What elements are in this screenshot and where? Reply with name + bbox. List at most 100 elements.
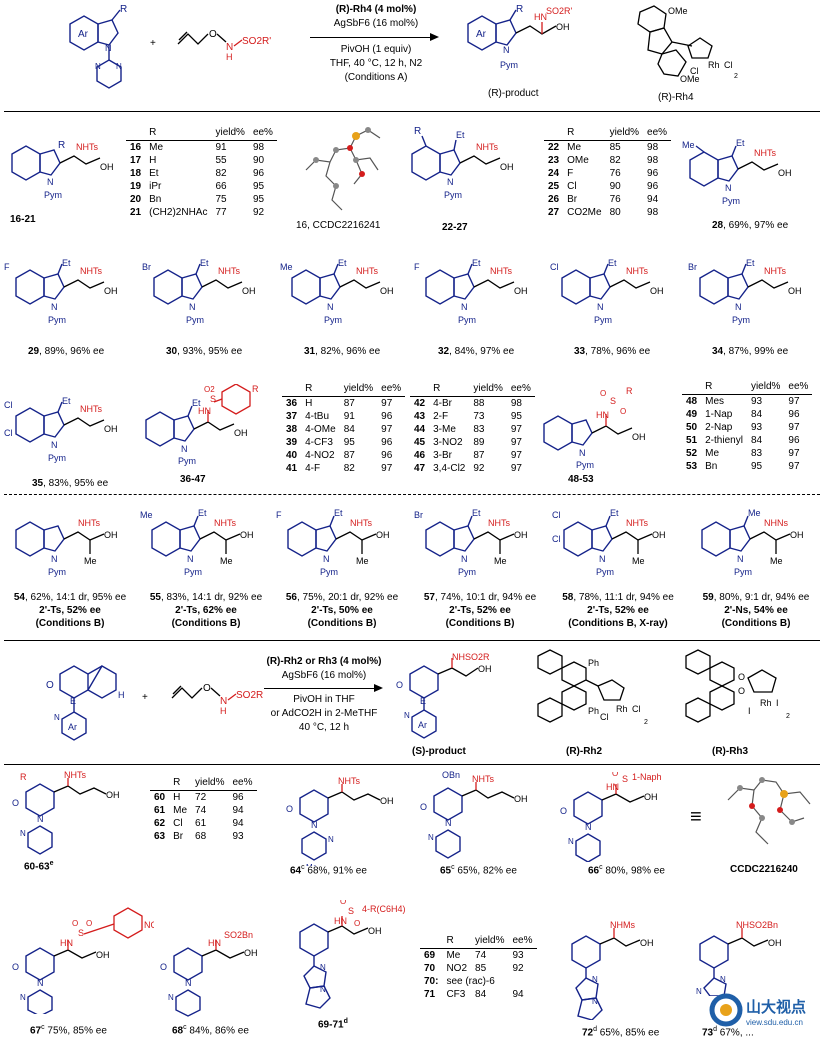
et-label: Et xyxy=(198,508,207,518)
rh2-ph1: Ph xyxy=(588,658,599,668)
c69-n1: N xyxy=(320,963,326,972)
c68-so2bn: SO2Bn xyxy=(224,930,253,940)
sm-n3: N xyxy=(95,62,101,71)
c69-n2: N xyxy=(320,985,326,994)
c36-r: R xyxy=(252,384,259,394)
compound-caption-2: 2'-Ts, 62% ee xyxy=(175,605,237,616)
c64-n2: N xyxy=(328,835,334,844)
compound-36-47-label: 36-47 xyxy=(180,474,206,485)
compound-28-caption: 28, 69%, 97% ee xyxy=(712,220,789,231)
amide-label: NHTs xyxy=(214,518,236,528)
separator xyxy=(4,111,820,112)
rh3-o1: O xyxy=(738,672,745,682)
c69-sub: 4-R(C6H4) xyxy=(362,904,406,914)
c16-r: R xyxy=(58,140,65,151)
nhts-label: NHTs xyxy=(80,266,102,276)
watermark-url: view.sdu.edu.cn xyxy=(746,1018,803,1027)
c48-o1: O xyxy=(600,389,606,398)
c35-pym: Pym xyxy=(48,453,66,463)
compound-48-53-structure: HN S O O R N Pym OH xyxy=(543,386,646,470)
c22-nhts: NHTs xyxy=(476,142,498,152)
c67-hn: HN xyxy=(60,938,73,948)
c60-r: R xyxy=(20,772,27,782)
compound-48-53-label: 48-53 xyxy=(568,474,594,485)
compound-60-63-label: 60-63e xyxy=(24,860,54,873)
oh-label: OH xyxy=(240,530,254,540)
scheme1-catalyst: (R)-Rh4 (4 mol%) xyxy=(335,4,417,15)
c48-r: R xyxy=(626,386,633,396)
n-label: N xyxy=(735,302,742,312)
pym-label: Pym xyxy=(324,315,342,325)
rh2-rh: Rh xyxy=(616,704,628,714)
compound-conditions: (Conditions B) xyxy=(171,618,241,629)
xray-16-image xyxy=(305,127,381,211)
n-label: N xyxy=(737,554,744,564)
rh2-ph2: Ph xyxy=(588,706,599,716)
c65-obn: OBn xyxy=(442,770,460,780)
compound-73-structure: NHSO2Bn OH N N xyxy=(696,920,782,996)
c73-oh: OH xyxy=(768,938,782,948)
n-label: N xyxy=(51,554,58,564)
c35-oh: OH xyxy=(104,424,118,434)
et-label: Et xyxy=(472,258,481,268)
compound-67-structure: NO2 HN S O O OH O N N xyxy=(12,907,154,1014)
product-so2r: SO2R' xyxy=(546,6,573,16)
compound-conditions: (Conditions B) xyxy=(307,618,377,629)
c66-o: O xyxy=(560,806,567,816)
nhts-label: NHTs xyxy=(356,266,378,276)
et-label: Et xyxy=(62,258,71,268)
oh-label: OH xyxy=(104,530,118,540)
scheme2-product-structure: NHSO2R OH O E Ar N xyxy=(396,652,492,739)
product-pym: Pym xyxy=(500,60,518,70)
scheme1-product-label: (R)-product xyxy=(488,88,539,99)
c72-n1: N xyxy=(592,975,598,984)
s2-prod-n: N xyxy=(404,711,410,720)
oh-label: OH xyxy=(104,286,118,296)
scheme2-acid: PivOH in THF xyxy=(293,694,355,705)
substituent-label: Cl xyxy=(550,262,559,272)
c66-oh: OH xyxy=(644,792,658,802)
compound-caption: 55, 83%, 14:1 dr, 92% ee xyxy=(149,592,263,603)
substituent-label: F xyxy=(276,510,282,520)
scheme1-conditions: (Conditions A) xyxy=(344,72,408,83)
c60-nhts: NHTs xyxy=(64,770,86,780)
c36-hn: HN xyxy=(198,406,211,416)
me-label: Me xyxy=(356,556,369,566)
scheme1-acid: PivOH (1 equiv) xyxy=(340,44,412,55)
oh-label: OH xyxy=(380,286,394,296)
reagent-so2r: SO2R' xyxy=(242,36,271,47)
product-r: R xyxy=(516,4,523,15)
amide-label: NHTs xyxy=(488,518,510,528)
scheme2-catalyst: (R)-Rh2 or Rh3 (4 mol%) xyxy=(266,656,382,667)
c16-pym: Pym xyxy=(44,190,62,200)
table-row: 70:see (rac)-6 xyxy=(424,976,495,987)
n-label: N xyxy=(599,554,606,564)
c69-hn: HN xyxy=(334,916,347,926)
s2-prod-oh: OH xyxy=(478,664,492,674)
compound-caption: 30, 93%, 95% ee xyxy=(166,346,243,357)
s2-e: E xyxy=(70,696,76,706)
et-label: Et xyxy=(746,258,755,268)
nhts-label: NHTs xyxy=(626,266,648,276)
sm-ar: Ar xyxy=(78,29,89,40)
